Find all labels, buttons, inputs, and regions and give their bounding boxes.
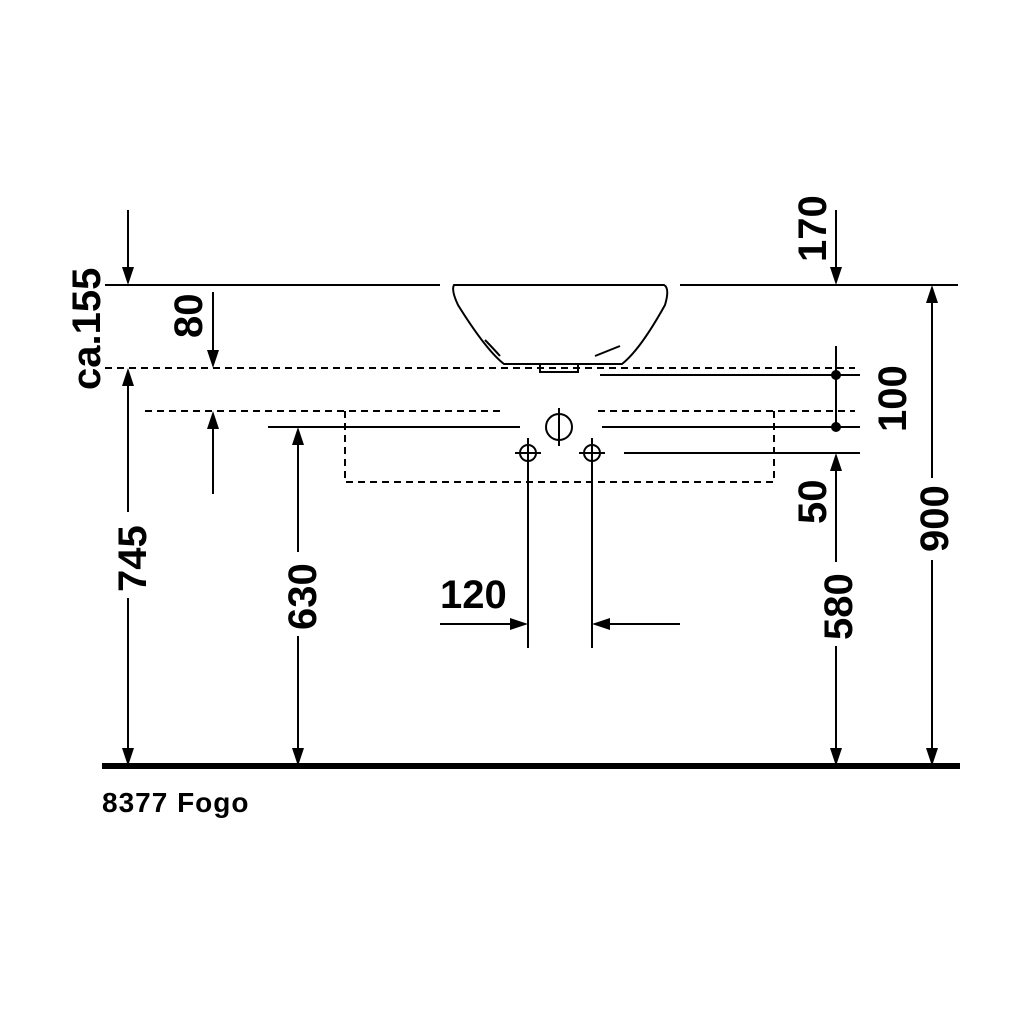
dim-50-label: 50 [791, 480, 835, 525]
dim-580-label: 580 [817, 573, 861, 640]
dim-900-top-arrow [926, 285, 938, 303]
dim-580-top-arrow [830, 453, 842, 471]
dim-100-dot-bottom [831, 422, 841, 432]
basin-inner-line [484, 339, 501, 357]
dim-120-label: 120 [440, 573, 507, 617]
dim-120-arrow-right [592, 618, 610, 630]
dim-80-top-arrow [207, 350, 219, 368]
dim-630-top-arrow [292, 427, 304, 445]
dim-80-label: 80 [167, 294, 211, 339]
dim-170-arrow [830, 267, 842, 285]
dim-155-label: ca.155 [65, 268, 109, 390]
dim-630-bottom-arrow [292, 748, 304, 766]
basin-inner-line-right [594, 345, 621, 357]
drawing-caption: 8377 Fogo [102, 787, 249, 818]
dim-80-bottom-arrow [207, 411, 219, 429]
dim-630-label: 630 [281, 563, 325, 630]
drain-outlet [539, 363, 579, 373]
dim-100-dot-top [831, 370, 841, 380]
dim-745-top-arrow [122, 368, 134, 386]
dim-155-top-arrow [122, 267, 134, 285]
dim-580-bottom-arrow [830, 748, 842, 766]
basin-outline [452, 284, 669, 365]
dim-745-bottom-arrow [122, 748, 134, 766]
dim-170-label: 170 [791, 195, 835, 262]
dim-745-label: 745 [111, 525, 155, 592]
dim-100-label: 100 [871, 365, 915, 432]
dim-900-bottom-arrow [926, 748, 938, 766]
dim-120-arrow-left [510, 618, 528, 630]
dim-900-label: 900 [913, 485, 957, 552]
